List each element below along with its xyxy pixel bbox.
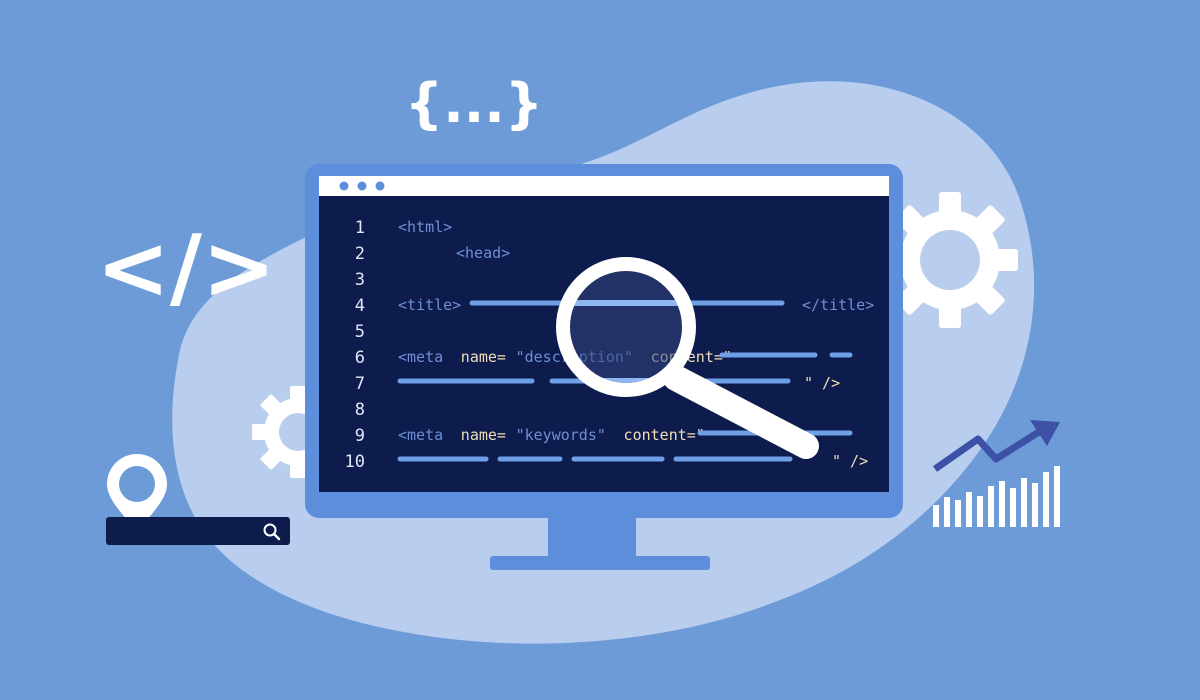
code-tag-end: " /> (804, 374, 840, 392)
code-meta-keywords: <meta name= "keywords" content=" (398, 425, 705, 444)
curly-braces-icon: {...} (405, 72, 543, 135)
placeholder-dashes (397, 300, 853, 462)
monitor-stand-base (490, 556, 710, 570)
name-attr: name= (461, 426, 506, 444)
search-bar[interactable] (106, 517, 290, 545)
code-tag-icon: </> (96, 216, 276, 319)
line-numbers: 1 2 3 4 5 6 7 8 9 10 (345, 218, 365, 472)
code-title-open: <title> (398, 296, 461, 314)
content-attr: content=" (624, 426, 705, 444)
browser-title-bar (319, 176, 889, 196)
meta-open: <meta (398, 426, 443, 444)
line-number: 9 (355, 426, 365, 446)
code-tag-end: " /> (832, 452, 868, 470)
window-dot-icon (339, 181, 349, 191)
window-dot-icon (375, 181, 385, 191)
line-number: 10 (345, 452, 365, 472)
code-html-open: <html> (398, 218, 452, 236)
keywords-value: "keywords" (516, 426, 606, 444)
magnifying-glass-icon (556, 257, 819, 459)
growth-chart-icon (932, 420, 1060, 527)
line-number: 1 (355, 218, 365, 238)
code-head-open: <head> (456, 244, 510, 262)
line-number: 6 (355, 348, 365, 368)
code-title-close: </title> (802, 296, 874, 314)
location-pin-icon (107, 454, 167, 532)
line-number: 5 (355, 322, 365, 342)
meta-open: <meta (398, 348, 443, 366)
line-number: 4 (355, 296, 365, 316)
name-attr: name= (461, 348, 506, 366)
window-dot-icon (357, 181, 367, 191)
search-icon[interactable] (263, 523, 281, 541)
line-number: 8 (355, 400, 365, 420)
line-number: 3 (355, 270, 365, 290)
code-lines: <html> <head> <title> </title> <meta nam… (398, 218, 874, 470)
line-number: 2 (355, 244, 365, 264)
line-number: 7 (355, 374, 365, 394)
